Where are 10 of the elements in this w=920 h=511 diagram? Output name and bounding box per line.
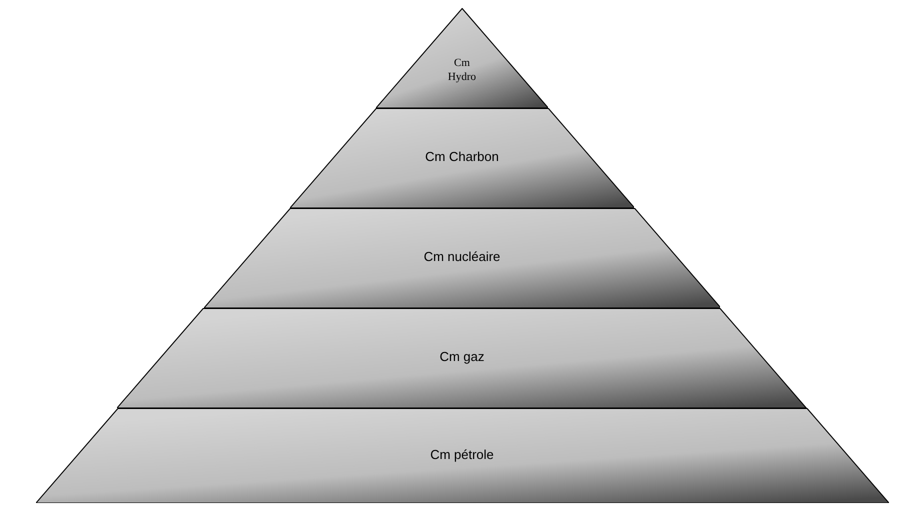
pyramid-tier xyxy=(290,108,634,208)
tier-label: Cm pétrole xyxy=(430,446,494,462)
tier-label: Cm gaz xyxy=(440,349,484,364)
pyramid-tier xyxy=(117,308,807,408)
pyramid-tier xyxy=(204,208,720,308)
pyramid-tier xyxy=(36,408,888,503)
pyramid-tier xyxy=(376,8,548,108)
tier-label: Cm nucléaire xyxy=(424,249,500,264)
tier-label: Cm Hydro xyxy=(446,56,478,84)
tier-label: Cm Charbon xyxy=(425,149,499,164)
